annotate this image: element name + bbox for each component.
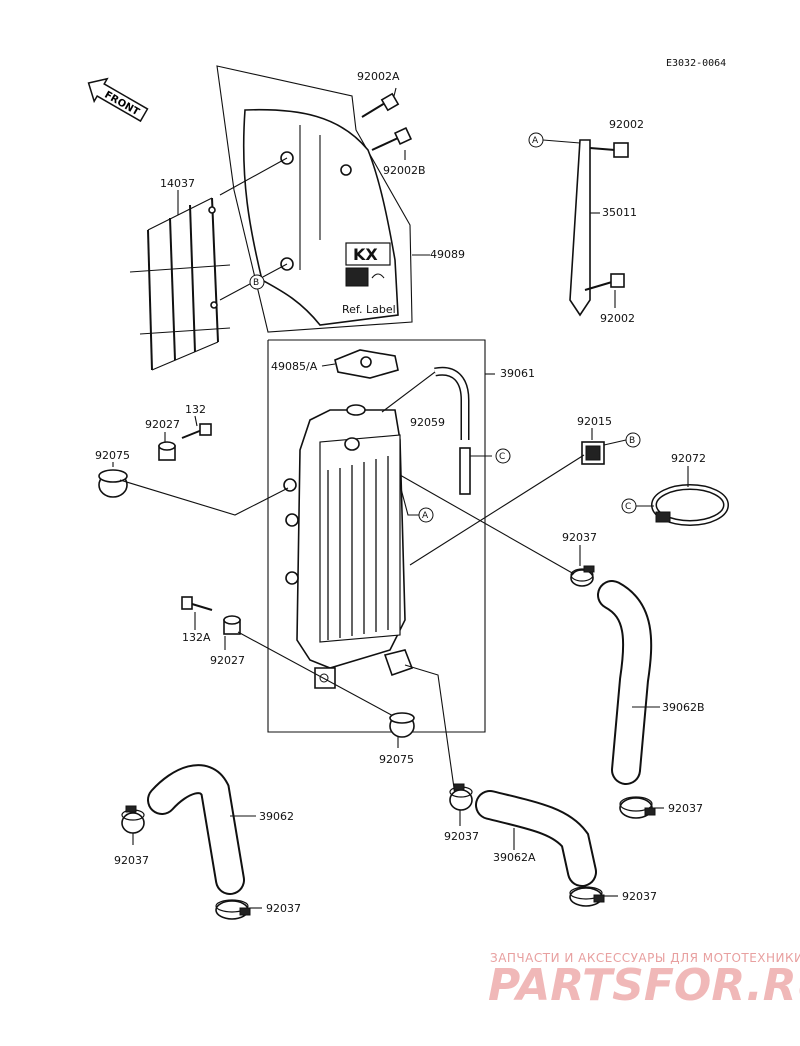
watermark-logo: PARTSFOR.RU	[488, 960, 800, 1011]
label-39062: 39062	[259, 810, 294, 823]
label-92037-left: 92037	[114, 854, 149, 867]
overflow-tube	[434, 366, 471, 495]
clamp-92037-mid	[570, 565, 595, 587]
callout-b-left: B	[253, 278, 259, 288]
hose-band-92072	[651, 484, 729, 526]
label-92037-right: 92037	[668, 802, 703, 815]
nut-92015	[581, 441, 605, 465]
label-92027-bot: 92027	[210, 654, 245, 667]
grommet-92075-bot	[389, 712, 415, 738]
label-39061: 39061	[500, 367, 535, 380]
callout-a-radiator: A	[422, 511, 429, 521]
clamp-92037-left	[121, 805, 145, 834]
bolt-92002A	[361, 92, 400, 118]
label-92075-bot: 92075	[379, 753, 414, 766]
label-92002-top: 92002	[609, 118, 644, 131]
label-92015: 92015	[577, 415, 612, 428]
hose-39062B	[597, 580, 653, 785]
label-92059: 92059	[410, 416, 445, 429]
radiator-stay	[569, 139, 629, 317]
label-39062A: 39062A	[493, 851, 536, 864]
label-92075-top: 92075	[95, 449, 130, 462]
label-92002-bot: 92002	[600, 312, 635, 325]
label-39062B: 39062B	[662, 701, 705, 714]
callout-b-right: B	[629, 436, 635, 446]
clamp-92037-center	[449, 783, 473, 811]
label-132A: 132A	[182, 631, 211, 644]
label-92002B: 92002B	[383, 164, 426, 177]
label-92037-bottomright: 92037	[622, 890, 657, 903]
radiator	[283, 404, 414, 689]
label-92002A: 92002A	[357, 70, 400, 83]
ref-label-text: Ref. Label	[342, 303, 396, 316]
clamp-92037-right	[619, 796, 656, 819]
diagram-code: E3032-0064	[666, 58, 726, 69]
hose-39062	[147, 764, 245, 895]
radiator-cap-gasket	[334, 349, 399, 379]
label-92037-bottomleft: 92037	[266, 902, 301, 915]
bolt-92002B	[371, 126, 413, 151]
label-49089: 49089	[430, 248, 465, 261]
label-35011: 35011	[602, 206, 637, 219]
label-49085A: 49085/A	[271, 360, 318, 373]
label-92037-mid: 92037	[562, 531, 597, 544]
label-92072: 92072	[671, 452, 706, 465]
radiator-shroud: KX	[216, 65, 413, 333]
label-14037: 14037	[160, 177, 195, 190]
front-arrow-icon: FRONT	[87, 77, 149, 123]
clamp-92037-bottomright	[569, 886, 605, 907]
callout-c-tube: C	[499, 452, 505, 462]
collar-92027-top	[158, 441, 176, 461]
label-92037-center: 92037	[444, 830, 479, 843]
collar-92027-bot	[223, 615, 241, 635]
grommet-92075-top	[98, 469, 128, 498]
label-132: 132	[185, 403, 206, 416]
hose-39062A	[475, 790, 597, 887]
clamp-92037-bottomleft	[215, 899, 251, 920]
callout-c-band: C	[625, 502, 631, 512]
label-92027-top: 92027	[145, 418, 180, 431]
callout-a-stay: A	[532, 136, 539, 146]
radiator-grille	[129, 197, 231, 371]
bolt-132	[181, 423, 212, 439]
bolt-132A	[181, 596, 213, 611]
watermark-tagline: ЗАПЧАСТИ И АКСЕССУАРЫ ДЛЯ МОТОТЕХНИКИ	[490, 951, 800, 965]
shroud-badge: KX	[353, 245, 378, 264]
